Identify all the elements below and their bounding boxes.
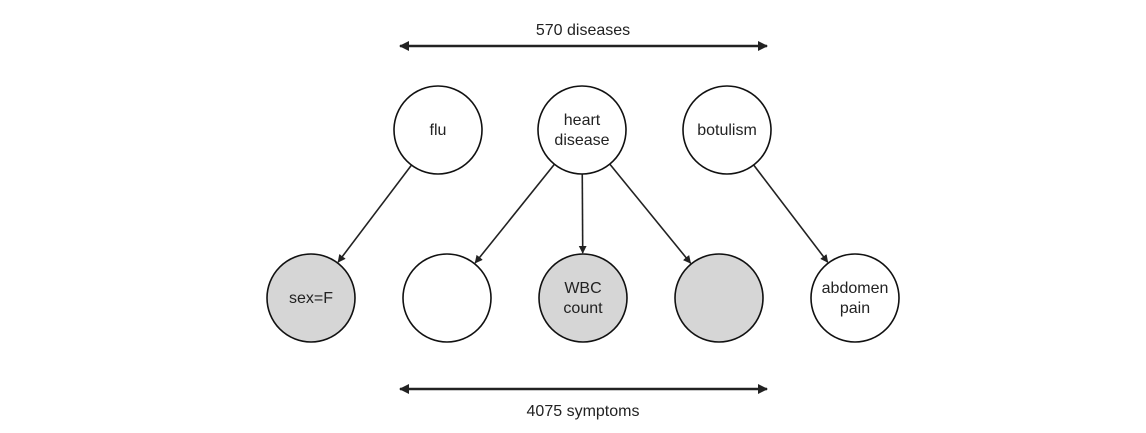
diseases-range-label: 570 diseases <box>536 22 630 39</box>
node-label-wbc-count: WBC <box>564 280 601 297</box>
node-label-flu: flu <box>430 122 447 139</box>
node-label-heart-disease: disease <box>554 132 609 149</box>
node-label-botulism: botulism <box>697 122 757 139</box>
edge-flu-to-sex-f <box>337 164 413 263</box>
node-heart-disease: heart disease <box>537 85 627 175</box>
node-botulism: botulism <box>682 85 772 175</box>
edge-heart-disease-to-blank-2 <box>609 163 692 264</box>
nodes: flu heart disease botulism sex=F WBC count abdo… <box>266 85 900 343</box>
symptoms-range: 4075 symptoms <box>399 384 768 420</box>
node-label-wbc-count: count <box>563 300 603 317</box>
node-blank-2 <box>674 253 764 343</box>
node-label-abdomen-pain: abdomen <box>822 280 889 297</box>
edge-botulism-to-abdomen-pain <box>753 164 829 263</box>
node-label-sex-f: sex=F <box>289 290 333 307</box>
node-circle-heart-disease <box>537 85 627 175</box>
symptoms-range-label: 4075 symptoms <box>527 403 640 420</box>
node-circle-wbc-count <box>538 253 628 343</box>
node-abdomen-pain: abdomen pain <box>810 253 900 343</box>
node-blank-1 <box>402 253 492 343</box>
node-sex-f: sex=F <box>266 253 356 343</box>
node-circle-botulism <box>682 85 772 175</box>
node-circle-sex-f <box>266 253 356 343</box>
edge-heart-disease-to-blank-1 <box>474 163 556 264</box>
node-circle-abdomen-pain <box>810 253 900 343</box>
node-label-abdomen-pain: pain <box>840 300 870 317</box>
node-label-heart-disease: heart <box>564 112 601 129</box>
node-circle-blank-1 <box>402 253 492 343</box>
node-wbc-count: WBC count <box>538 253 628 343</box>
edges <box>337 163 829 264</box>
node-flu: flu <box>393 85 483 175</box>
diseases-range: 570 diseases <box>399 22 768 51</box>
node-circle-blank-2 <box>674 253 764 343</box>
node-circle-flu <box>393 85 483 175</box>
